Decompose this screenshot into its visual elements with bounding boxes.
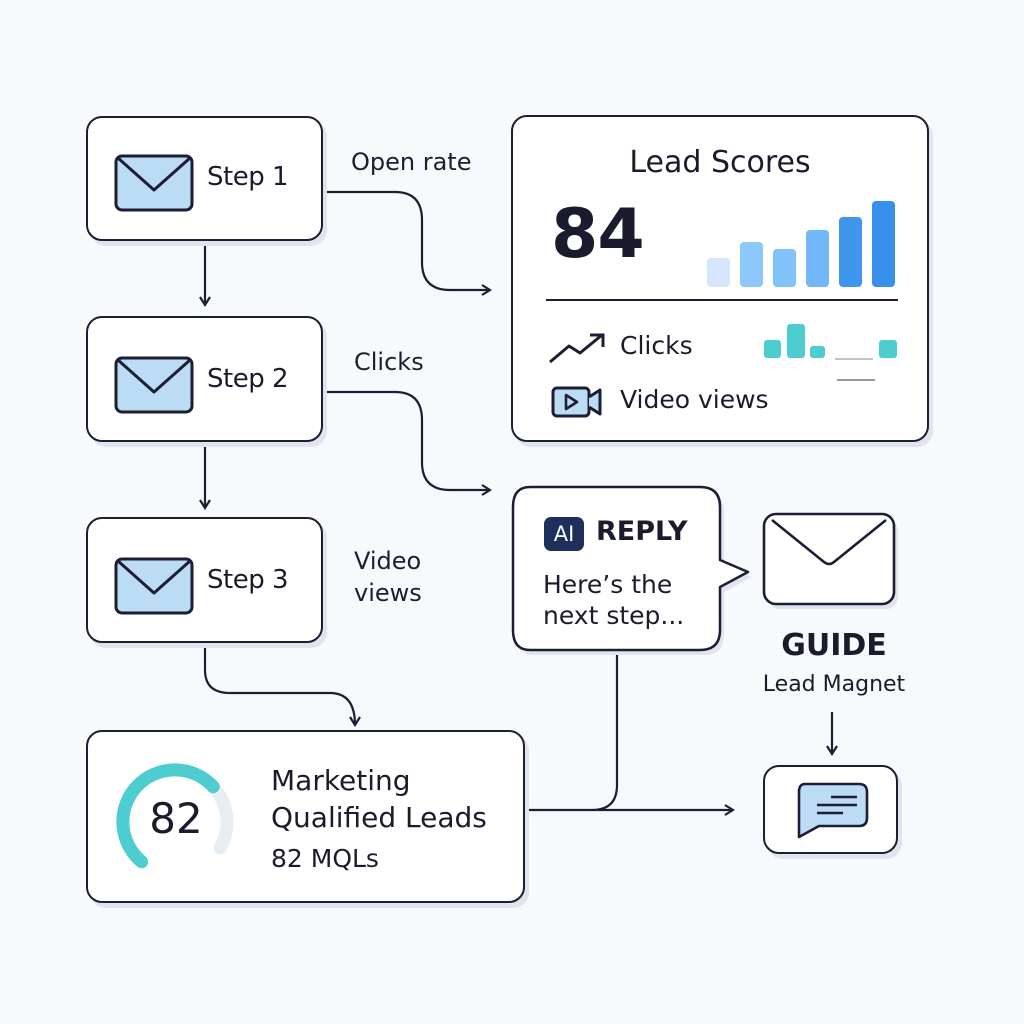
step-3-node[interactable]: Step 3 bbox=[86, 517, 323, 643]
video-views-line1: Video bbox=[354, 547, 422, 575]
clicks-bar bbox=[787, 324, 805, 358]
chat-node[interactable] bbox=[763, 765, 898, 854]
ai-reply-title: REPLY bbox=[596, 516, 688, 547]
lead-score-value: 84 bbox=[551, 195, 645, 274]
envelope-icon bbox=[114, 557, 194, 615]
mql-title-line1: Marketing bbox=[271, 764, 411, 797]
lead-scores-title: Lead Scores bbox=[629, 145, 811, 180]
clicks-bar bbox=[764, 340, 781, 358]
ai-reply-line1: Here’s the bbox=[543, 570, 673, 599]
trend-up-icon bbox=[549, 333, 605, 364]
video-views-metric-label: Video views bbox=[620, 385, 769, 414]
envelope-icon bbox=[114, 356, 194, 414]
arrow-step3-to-mql bbox=[203, 642, 355, 725]
clicks-metric-label: Clicks bbox=[620, 331, 693, 360]
arrow-step1-to-lead-scores bbox=[322, 190, 490, 290]
lead-score-bar bbox=[872, 201, 895, 287]
video-camera-icon bbox=[551, 386, 602, 418]
clicks-bar-chart bbox=[764, 324, 897, 381]
step-3-label: Step 3 bbox=[207, 565, 289, 595]
lead-score-bar-chart bbox=[707, 201, 895, 287]
arrow-step2-to-ai-reply bbox=[322, 390, 490, 490]
step-2-node[interactable]: Step 2 bbox=[86, 316, 323, 442]
arrow-ai-reply-to-chat bbox=[523, 652, 733, 810]
mql-title: Marketing Qualified Leads bbox=[271, 762, 487, 836]
ai-badge: AI bbox=[544, 517, 584, 551]
clicks-bar bbox=[810, 346, 825, 358]
mql-count: 82 MQLs bbox=[271, 844, 379, 873]
mql-gauge-value: 82 bbox=[149, 794, 203, 843]
divider bbox=[546, 299, 898, 301]
lead-scores-card[interactable]: Lead Scores 84 Clicks Video views bbox=[511, 115, 929, 442]
guide-title: GUIDE bbox=[781, 628, 887, 663]
guide-subtitle: Lead Magnet bbox=[762, 672, 906, 697]
chat-bubble-icon bbox=[797, 782, 869, 839]
video-views-edge-label: Video views bbox=[354, 545, 422, 609]
guide-envelope-icon[interactable] bbox=[762, 512, 902, 612]
ai-reply-message: Here’s the next step... bbox=[543, 569, 684, 631]
clicks-edge-label: Clicks bbox=[354, 348, 424, 376]
step-2-label: Step 2 bbox=[207, 364, 289, 394]
mql-title-line2: Qualified Leads bbox=[271, 801, 487, 834]
lead-score-bar bbox=[839, 217, 862, 287]
lead-score-bar bbox=[806, 230, 829, 287]
clicks-bar bbox=[879, 340, 897, 358]
step-1-node[interactable]: Step 1 bbox=[86, 116, 323, 241]
ai-reply-line2: next step... bbox=[543, 601, 685, 630]
envelope-icon bbox=[114, 154, 194, 212]
lead-score-bar bbox=[773, 249, 796, 287]
gauge-fill bbox=[116, 763, 220, 869]
open-rate-label: Open rate bbox=[351, 148, 472, 176]
mql-card[interactable]: 82 Marketing Qualified Leads 82 MQLs bbox=[86, 730, 525, 903]
lead-score-bar bbox=[707, 258, 730, 287]
video-views-line2: views bbox=[354, 579, 422, 607]
lead-score-bar bbox=[740, 242, 763, 287]
mql-gauge bbox=[116, 763, 234, 869]
step-1-label: Step 1 bbox=[207, 162, 289, 192]
